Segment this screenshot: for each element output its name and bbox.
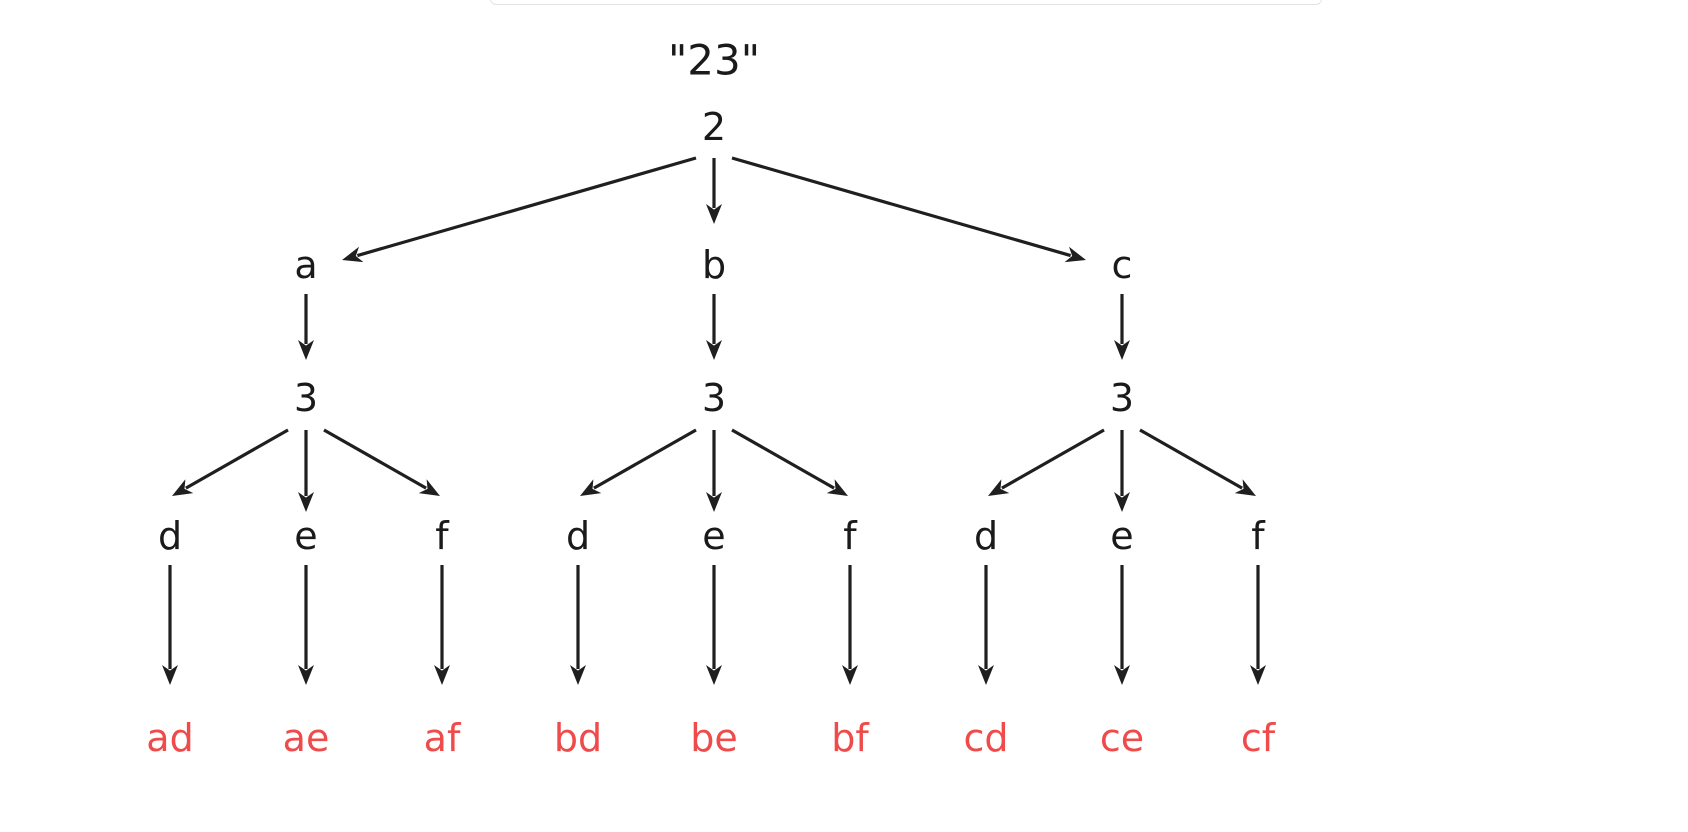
leaf-cd: cd — [963, 716, 1008, 760]
edge-3-2-left-shaft — [593, 428, 697, 490]
level1-node-c: c — [1112, 243, 1133, 287]
root-node: 2 — [702, 105, 726, 149]
edge-root-a — [342, 156, 697, 263]
edge-3-3-mid-head — [1114, 492, 1130, 512]
edge-to-leaf-be-head — [706, 665, 722, 685]
edge-to-leaf-cd-head — [978, 665, 994, 685]
level2-node-3: 3 — [1110, 376, 1134, 420]
leaf-ad: ad — [146, 716, 193, 760]
level3-node-6: f — [843, 514, 858, 558]
edge-3-2-mid-head — [706, 492, 722, 512]
input-label: "23" — [668, 36, 760, 85]
edge-3-3-left — [988, 428, 1105, 496]
edge-3-2-left-head — [580, 479, 602, 496]
edge-c-3-head — [1114, 340, 1130, 360]
level3-node-7: d — [974, 514, 998, 558]
level1-node-b: b — [702, 243, 726, 287]
edge-3-2-right-head — [826, 479, 848, 496]
edge-root-b-head — [706, 204, 722, 224]
edge-3-1-right-shaft — [323, 428, 427, 490]
edge-to-leaf-af-head — [434, 665, 450, 685]
edge-3-2-mid — [706, 430, 722, 512]
edge-3-3-mid — [1114, 430, 1130, 512]
edge-to-leaf-cf — [1250, 565, 1266, 685]
leaf-bf: bf — [831, 716, 870, 760]
edge-to-leaf-be — [706, 565, 722, 685]
level3-node-2: e — [294, 514, 317, 558]
edge-to-leaf-ae-head — [298, 665, 314, 685]
edge-3-1-left-shaft — [185, 428, 289, 490]
edge-root-b — [706, 158, 722, 224]
edge-to-leaf-bf — [842, 565, 858, 685]
edge-to-leaf-bd-head — [570, 665, 586, 685]
level3-node-5: e — [702, 514, 725, 558]
edge-3-3-right-head — [1234, 479, 1256, 496]
edge-to-leaf-cd — [978, 565, 994, 685]
edge-3-2-left — [580, 428, 697, 496]
edge-3-3-right-shaft — [1139, 428, 1243, 490]
edge-b-3 — [706, 294, 722, 360]
edge-3-3-right — [1139, 428, 1256, 496]
edge-root-c — [731, 156, 1086, 263]
leaf-bd: bd — [554, 716, 602, 760]
edge-to-leaf-af — [434, 565, 450, 685]
edge-to-leaf-bd — [570, 565, 586, 685]
edge-a-3 — [298, 294, 314, 360]
level3-node-4: d — [566, 514, 590, 558]
edge-3-1-right — [323, 428, 440, 496]
level2-node-2: 3 — [702, 376, 726, 420]
edge-root-c-head — [1064, 246, 1086, 263]
level2-node-1: 3 — [294, 376, 318, 420]
level3-node-9: f — [1251, 514, 1266, 558]
edge-to-leaf-ae — [298, 565, 314, 685]
edge-root-a-head — [342, 246, 364, 263]
edge-3-3-left-head — [988, 479, 1010, 496]
edge-to-leaf-ad — [162, 565, 178, 685]
edge-3-1-right-head — [418, 479, 440, 496]
edge-3-1-mid-head — [298, 492, 314, 512]
edge-3-2-right-shaft — [731, 428, 835, 490]
leaf-ae: ae — [283, 716, 330, 760]
leaf-af: af — [424, 716, 462, 760]
level3-node-1: d — [158, 514, 182, 558]
leaf-cf: cf — [1241, 716, 1277, 760]
level3-node-8: e — [1110, 514, 1133, 558]
edge-b-3-head — [706, 340, 722, 360]
level3-node-3: f — [435, 514, 450, 558]
edge-3-1-left — [172, 428, 289, 496]
edge-3-1-mid — [298, 430, 314, 512]
edge-root-a-shaft — [356, 156, 697, 258]
edge-to-leaf-ce — [1114, 565, 1130, 685]
leaf-ce: ce — [1100, 716, 1144, 760]
edge-root-c-shaft — [731, 156, 1072, 258]
edge-c-3 — [1114, 294, 1130, 360]
edge-to-leaf-ad-head — [162, 665, 178, 685]
edge-3-3-left-shaft — [1001, 428, 1105, 490]
edge-a-3-head — [298, 340, 314, 360]
edge-3-2-right — [731, 428, 848, 496]
leaf-be: be — [690, 716, 738, 760]
edge-to-leaf-bf-head — [842, 665, 858, 685]
edge-to-leaf-cf-head — [1250, 665, 1266, 685]
edge-3-1-left-head — [172, 479, 194, 496]
level1-node-a: a — [294, 243, 317, 287]
edge-to-leaf-ce-head — [1114, 665, 1130, 685]
